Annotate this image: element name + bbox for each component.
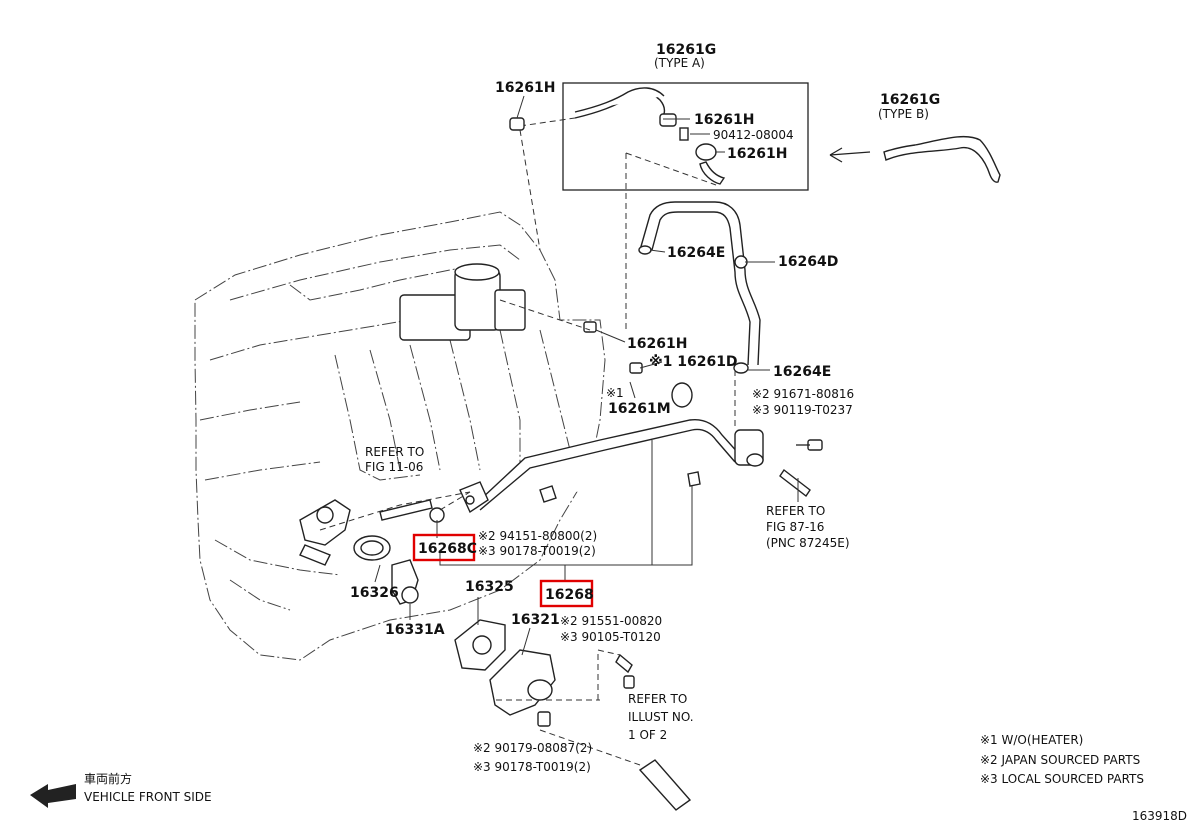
legend-note-1: ※1 W/O(HEATER)	[980, 733, 1083, 747]
label-16325[interactable]: 16325	[465, 579, 514, 595]
label-16261h-b[interactable]: 16261H	[694, 112, 754, 128]
figure-id: 163918D	[1132, 809, 1187, 823]
label-16264e-a[interactable]: 16264E	[667, 245, 725, 261]
housing-parts	[454, 619, 692, 811]
label-16261h-d[interactable]: 16261H	[627, 336, 687, 352]
front-label-jp: 車両前方	[84, 771, 132, 786]
part-labels: 16261G (TYPE A) 16261H 16261H 90412-0800…	[350, 42, 940, 774]
label-16264d[interactable]: 16264D	[778, 254, 838, 270]
label-16268c[interactable]: 16268C	[418, 541, 477, 557]
refer-fig87-line2[interactable]: FIG 87-16	[766, 520, 824, 534]
type-a-hose	[574, 87, 726, 185]
label-16261d[interactable]: ※1 16261D	[649, 354, 738, 370]
refer-illust-line3: 1 OF 2	[628, 728, 667, 742]
refer-fig87-line1: REFER TO	[766, 504, 825, 518]
refer-illust-line2[interactable]: ILLUST NO.	[628, 710, 694, 724]
legend-note-2: ※2 JAPAN SOURCED PARTS	[980, 753, 1140, 767]
label-type-b: (TYPE B)	[878, 107, 929, 121]
label-91671[interactable]: ※2 91671-80816	[752, 387, 854, 401]
front-label-en: VEHICLE FRONT SIDE	[84, 790, 212, 804]
engine-outline	[194, 211, 606, 661]
arrow-left-icon	[30, 784, 76, 808]
label-16261h-a[interactable]: 16261H	[495, 80, 555, 96]
label-16268[interactable]: 16268	[545, 587, 594, 603]
label-16261g-b[interactable]: 16261G	[880, 92, 940, 108]
label-94151[interactable]: ※2 94151-80800(2)	[478, 529, 597, 543]
label-16261g-top[interactable]: 16261G	[656, 42, 716, 58]
label-16321[interactable]: 16321	[511, 612, 560, 628]
type-b-hose	[829, 135, 1001, 183]
water-outlet	[299, 499, 351, 566]
refer-illust-line1: REFER TO	[628, 692, 687, 706]
label-91551[interactable]: ※2 91551-00820	[560, 614, 662, 628]
thermostat-parts	[353, 535, 419, 605]
label-90412[interactable]: 90412-08004	[713, 128, 794, 142]
label-16261m[interactable]: 16261M	[608, 401, 671, 417]
legend: ※1 W/O(HEATER) ※2 JAPAN SOURCED PARTS ※3…	[980, 733, 1144, 786]
label-16326[interactable]: 16326	[350, 585, 399, 601]
refer-fig87-line3: (PNC 87245E)	[766, 536, 850, 550]
highlight-16268	[539, 579, 594, 608]
label-type-a: (TYPE A)	[654, 56, 705, 70]
label-16331a[interactable]: 16331A	[385, 622, 445, 638]
label-90119[interactable]: ※3 90119-T0237	[752, 403, 853, 417]
refer-fig11-line2[interactable]: FIG 11-06	[365, 460, 423, 474]
throttle-body	[399, 263, 526, 341]
water-pipe	[459, 418, 764, 514]
hose-16264d	[638, 201, 761, 374]
refer-fig11-line1: REFER TO	[365, 445, 424, 459]
type-a-box	[562, 82, 809, 191]
label-90105[interactable]: ※3 90105-T0120	[560, 630, 661, 644]
highlight-16268c	[412, 533, 476, 562]
label-90178a[interactable]: ※3 90178-T0019(2)	[478, 544, 596, 558]
label-16261m-mark: ※1	[606, 386, 624, 400]
label-16264e-b[interactable]: 16264E	[773, 364, 831, 380]
label-90179[interactable]: ※2 90179-08087(2)	[473, 741, 592, 755]
label-16261h-c[interactable]: 16261H	[727, 146, 787, 162]
legend-note-3: ※3 LOCAL SOURCED PARTS	[980, 772, 1144, 786]
vehicle-front-indicator: 車両前方 VEHICLE FRONT SIDE	[30, 771, 212, 808]
label-90178b[interactable]: ※3 90178-T0019(2)	[473, 760, 591, 774]
